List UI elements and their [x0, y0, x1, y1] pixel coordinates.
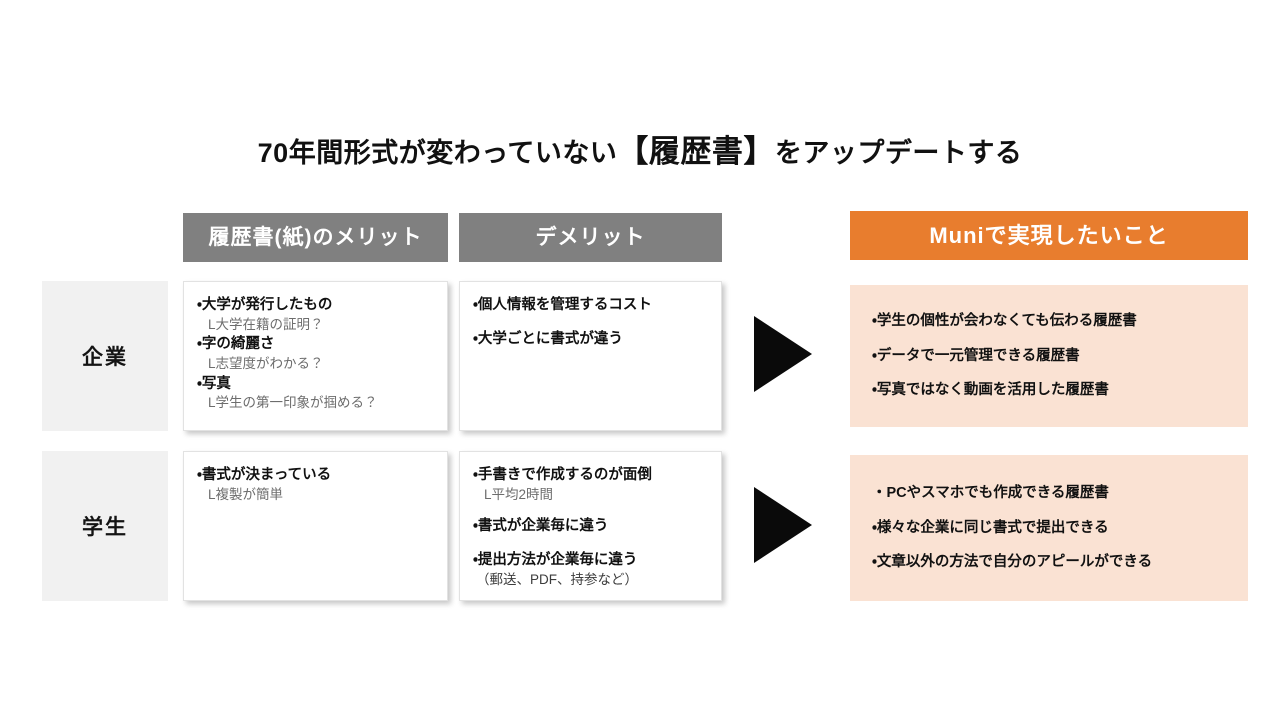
bullet-list: ・書式が決まっている L複製が簡単: [197, 466, 434, 503]
bullet-main-text: ・提出方法が企業毎に違う: [473, 551, 638, 568]
goal-item: ・文章以外の方法で自分のアピールができる: [872, 554, 1153, 571]
column-header-merit: 履歴書(紙)のメリット: [183, 213, 448, 262]
right-triangle-arrow-icon: [754, 487, 812, 563]
bullet-sub-text: L大学在籍の証明？: [208, 316, 324, 332]
bullet-list: ・個人情報を管理するコスト ・大学ごとに書式が違う: [473, 296, 708, 349]
card-merit-company: ・大学が発行したもの L大学在籍の証明？ ・字の綺麗さ L志望度がわかる？ ・写…: [183, 281, 448, 431]
bullet-main-text: ・大学が発行したもの: [197, 297, 333, 313]
row-label-company: 企業: [42, 281, 168, 431]
list-item: ・大学が発行したもの L大学在籍の証明？: [197, 296, 434, 333]
bullet-list: ・手書きで作成するのが面倒 L平均2時間 ・書式が企業毎に違う ・提出方法が企業…: [473, 466, 708, 588]
goal-item: ・データで一元管理できる履歴書: [872, 347, 1080, 364]
list-item: ・字の綺麗さ L志望度がわかる？: [197, 335, 434, 372]
list-item: ・大学ごとに書式が違う: [473, 330, 708, 350]
list-item: ・写真 L学生の第一印象が掴める？: [197, 375, 434, 412]
goal-panel-company: ・学生の個性が会わなくても伝わる履歴書 ・データで一元管理できる履歴書 ・写真で…: [850, 285, 1248, 427]
bullet-main-text: ・書式が決まっている: [197, 467, 332, 483]
card-demerit-student: ・手書きで作成するのが面倒 L平均2時間 ・書式が企業毎に違う ・提出方法が企業…: [459, 451, 722, 601]
list-item: ・書式が企業毎に違う: [473, 517, 708, 537]
bullet-list: ・大学が発行したもの L大学在籍の証明？ ・字の綺麗さ L志望度がわかる？ ・写…: [197, 296, 434, 412]
goal-item: ・様々な企業に同じ書式で提出できる: [872, 519, 1109, 536]
goal-item: ・写真ではなく動画を活用した履歴書: [872, 382, 1109, 399]
card-demerit-company: ・個人情報を管理するコスト ・大学ごとに書式が違う: [459, 281, 722, 431]
bullet-main-text: ・書式が企業毎に違う: [473, 518, 609, 535]
bullet-sub-text: L平均2時間: [484, 486, 554, 502]
bullet-sub-text: L志望度がわかる？: [208, 355, 324, 371]
bullet-sub-text: （郵送、PDF、持参など）: [476, 571, 638, 587]
bullet-sub-text: L学生の第一印象が掴める？: [208, 395, 378, 411]
list-item: ・書式が決まっている L複製が簡単: [197, 466, 434, 503]
column-header-demerit: デメリット: [459, 213, 722, 262]
page-title: 70年間形式が変わっていない【履歴書】をアップデートする: [0, 126, 1280, 171]
goal-panel-student: ・PCやスマホでも作成できる履歴書 ・様々な企業に同じ書式で提出できる ・文章以…: [850, 455, 1248, 601]
title-lead: 70年間形式が変わっていない: [257, 138, 618, 168]
bullet-main-text: ・写真: [197, 375, 231, 392]
bullet-main-text: ・大学ごとに書式が違う: [473, 330, 623, 347]
card-merit-student: ・書式が決まっている L複製が簡単: [183, 451, 448, 601]
bullet-main-text: ・手書きで作成するのが面倒: [473, 467, 652, 483]
title-emphasis: 【履歴書】: [617, 134, 775, 169]
right-triangle-arrow-icon: [754, 316, 812, 392]
goal-item: ・PCやスマホでも作成できる履歴書: [872, 484, 1109, 501]
list-item: ・手書きで作成するのが面倒 L平均2時間: [473, 466, 708, 503]
bullet-main-text: ・字の綺麗さ: [197, 336, 275, 353]
column-header-goal: Muniで実現したいこと: [850, 211, 1248, 260]
bullet-main-text: ・個人情報を管理するコスト: [473, 297, 652, 313]
list-item: ・個人情報を管理するコスト: [473, 296, 708, 316]
row-label-student: 学生: [42, 451, 168, 601]
bullet-sub-text: L複製が簡単: [208, 486, 284, 502]
goal-item: ・学生の個性が会わなくても伝わる履歴書: [872, 312, 1137, 329]
title-tail: をアップデートする: [774, 138, 1023, 168]
list-item: ・提出方法が企業毎に違う （郵送、PDF、持参など）: [473, 551, 708, 588]
